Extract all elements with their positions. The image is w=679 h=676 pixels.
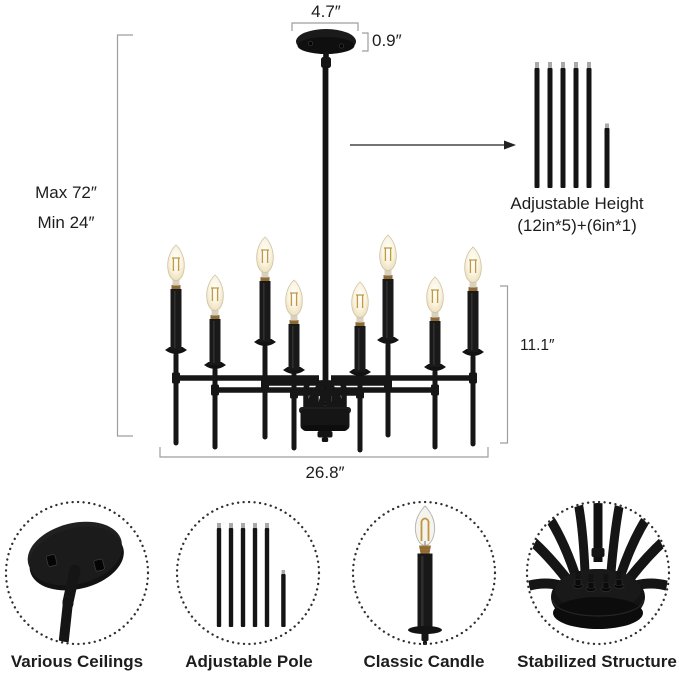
body-height-label: 11.1″ [520, 337, 555, 354]
feature-label-various-ceilings: Various Ceilings [10, 652, 144, 671]
chandelier-arms [173, 375, 476, 413]
canopy-height-label: 0.9″ [372, 31, 402, 50]
rod-set-illustration [534, 62, 610, 188]
ceiling-canopy-illustration [296, 29, 356, 54]
overall-height-dimension-line [116, 34, 133, 437]
feature-circle-various-ceilings [4, 500, 150, 646]
feature-circles [4, 500, 671, 646]
max-height-label: Max 72″ [35, 183, 97, 202]
chandelier-hub [299, 407, 351, 442]
body-height-dimension-line [500, 285, 509, 444]
canopy-screw-icon [307, 40, 314, 47]
min-height-label: Min 24″ [37, 213, 95, 232]
canopy-width-dimension-line [291, 22, 359, 31]
feature-circle-adjustable-pole [175, 500, 321, 646]
feature-circle-classic-candle [351, 500, 497, 646]
arrow-icon [350, 140, 516, 150]
center-hub-icon [528, 503, 668, 629]
canopy-screw-icon [338, 43, 345, 49]
feature-label-classic-candle: Classic Candle [363, 652, 485, 671]
candle-bulb-icon [408, 505, 442, 645]
canopy-height-dimension-line [362, 32, 369, 52]
dimension-lines [116, 22, 509, 458]
feature-circle-stabilized-structure [525, 500, 671, 646]
downrod-set-icon [216, 523, 286, 627]
body-width-dimension-line [159, 447, 489, 458]
feature-label-adjustable-pole: Adjustable Pole [185, 652, 313, 671]
hub-bolts [572, 571, 625, 592]
slanted-ceiling-canopy-icon [27, 521, 124, 643]
canopy-width-label: 4.7″ [311, 2, 341, 21]
adjustable-height-detail: (12in*5)+(6in*1) [517, 216, 637, 235]
downrod-illustration [319, 52, 332, 408]
body-width-label: 26.8″ [305, 463, 345, 482]
chandelier-candles [165, 234, 484, 453]
feature-label-stabilized-structure: Stabilized Structure [517, 652, 677, 671]
adjustable-height-title: Adjustable Height [510, 194, 644, 213]
